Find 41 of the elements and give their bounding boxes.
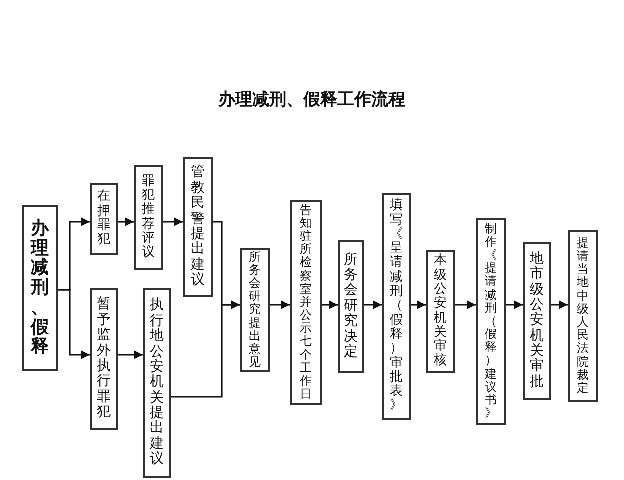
- process-box: [240, 248, 270, 372]
- box-label: 在押罪犯: [98, 190, 110, 248]
- process-box: [290, 200, 322, 405]
- arrow: [506, 300, 523, 310]
- arrow: [163, 218, 183, 226]
- process-box: [338, 240, 364, 373]
- arrow: [455, 300, 476, 310]
- process-box: [568, 230, 598, 402]
- diagram-title: 办理减刑、假释工作流程: [217, 89, 406, 111]
- process-box: [143, 288, 171, 478]
- arrow: [411, 300, 426, 310]
- box-label: 办理减刑、假释: [31, 218, 49, 358]
- arrow: [118, 218, 134, 226]
- box-label: 暂予监外执行罪犯: [97, 297, 111, 421]
- process-box: [22, 205, 58, 371]
- process-box: [476, 218, 506, 425]
- process-box: [382, 193, 411, 420]
- box-label: 本级公安机关审核: [434, 254, 447, 369]
- arrow: [364, 300, 382, 310]
- arrow: [118, 350, 143, 360]
- box-label: 所务会研究提出意见: [249, 250, 261, 370]
- process-box: [523, 242, 551, 400]
- box-label: 填写《呈请减刑（假释）审批表》: [390, 199, 403, 414]
- process-box: [183, 157, 213, 297]
- arrow: [322, 300, 338, 310]
- process-box: [90, 183, 118, 255]
- arrow: [551, 300, 568, 310]
- box-label: 告知驻所检察室并公示七个工作日: [300, 204, 312, 402]
- arrow: [58, 289, 90, 360]
- process-box: [90, 288, 118, 430]
- arrow: [171, 300, 240, 398]
- box-label: 制作《提请减刑（假释）建议书》: [485, 222, 497, 420]
- box-label: 罪犯推荐评议: [142, 174, 155, 260]
- arrow: [270, 300, 290, 310]
- box-label: 所务会研究决定: [344, 252, 358, 360]
- box-label: 执行地公安机关提出建议: [150, 298, 164, 468]
- box-label: 地市级公安机关审批: [530, 252, 544, 390]
- box-label: 提请当地中级人民法院裁定: [577, 236, 589, 396]
- box-label: 管教民警提出建议: [191, 165, 205, 289]
- process-box: [426, 250, 455, 373]
- process-box: [134, 165, 163, 270]
